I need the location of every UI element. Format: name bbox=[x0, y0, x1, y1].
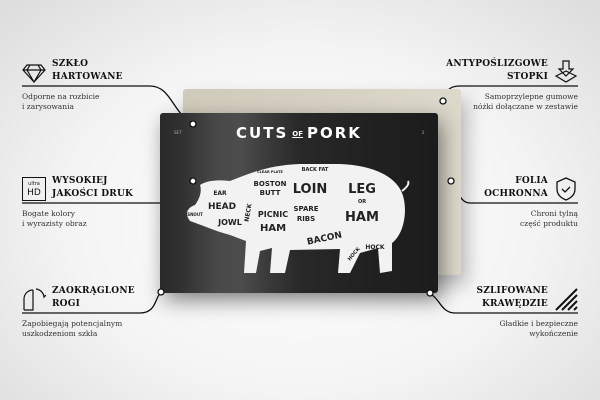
cut-label: BACK FAT bbox=[302, 167, 329, 173]
cut-label: NECK bbox=[243, 203, 253, 222]
cut-label: LEG bbox=[348, 182, 376, 197]
feature-anti-slip: ANTYPOŚLIZGOWE STOPKI Samoprzylepne gumo… bbox=[446, 59, 578, 111]
cut-label: LOIN bbox=[293, 182, 328, 197]
cut-label: SNOUT bbox=[187, 212, 203, 217]
poster-corner-left: SET bbox=[174, 130, 182, 135]
cut-label: RIBS bbox=[297, 215, 315, 223]
cut-label: JOWL bbox=[217, 218, 242, 227]
cut-label: BOSTON bbox=[254, 180, 287, 188]
cut-label: BUTT bbox=[260, 189, 281, 197]
feature-polished-edges: SZLIFOWANE KRAWĘDZIE Gładkie i bezpieczn… bbox=[476, 286, 578, 338]
cut-label: OR bbox=[358, 199, 366, 205]
feature-rounded-corners: ZAOKRĄGLONE ROGI Zapobiegają potencjalny… bbox=[22, 286, 135, 338]
poster-corner-right: 3 bbox=[421, 130, 424, 135]
cut-label: HEAD bbox=[208, 202, 236, 212]
cut-label: HAM bbox=[260, 223, 286, 234]
anti-slip-feet-icon bbox=[554, 60, 578, 83]
rounded-corner-icon bbox=[23, 288, 46, 311]
cut-label: CLEAR PLATE bbox=[257, 170, 283, 174]
cut-label: HOCK bbox=[365, 244, 385, 251]
pig-diagram: EAR HEAD JOWL SNOUT NECK CLEAR PLATE BOS… bbox=[187, 164, 410, 273]
diamond-icon bbox=[22, 64, 46, 84]
cut-label: EAR bbox=[213, 190, 227, 197]
cut-label: PICNIC bbox=[258, 210, 288, 219]
polished-edges-icon bbox=[555, 288, 578, 311]
shield-check-icon bbox=[556, 177, 576, 201]
cut-label: HAM bbox=[345, 210, 379, 225]
cut-label: SPARE bbox=[293, 205, 318, 213]
